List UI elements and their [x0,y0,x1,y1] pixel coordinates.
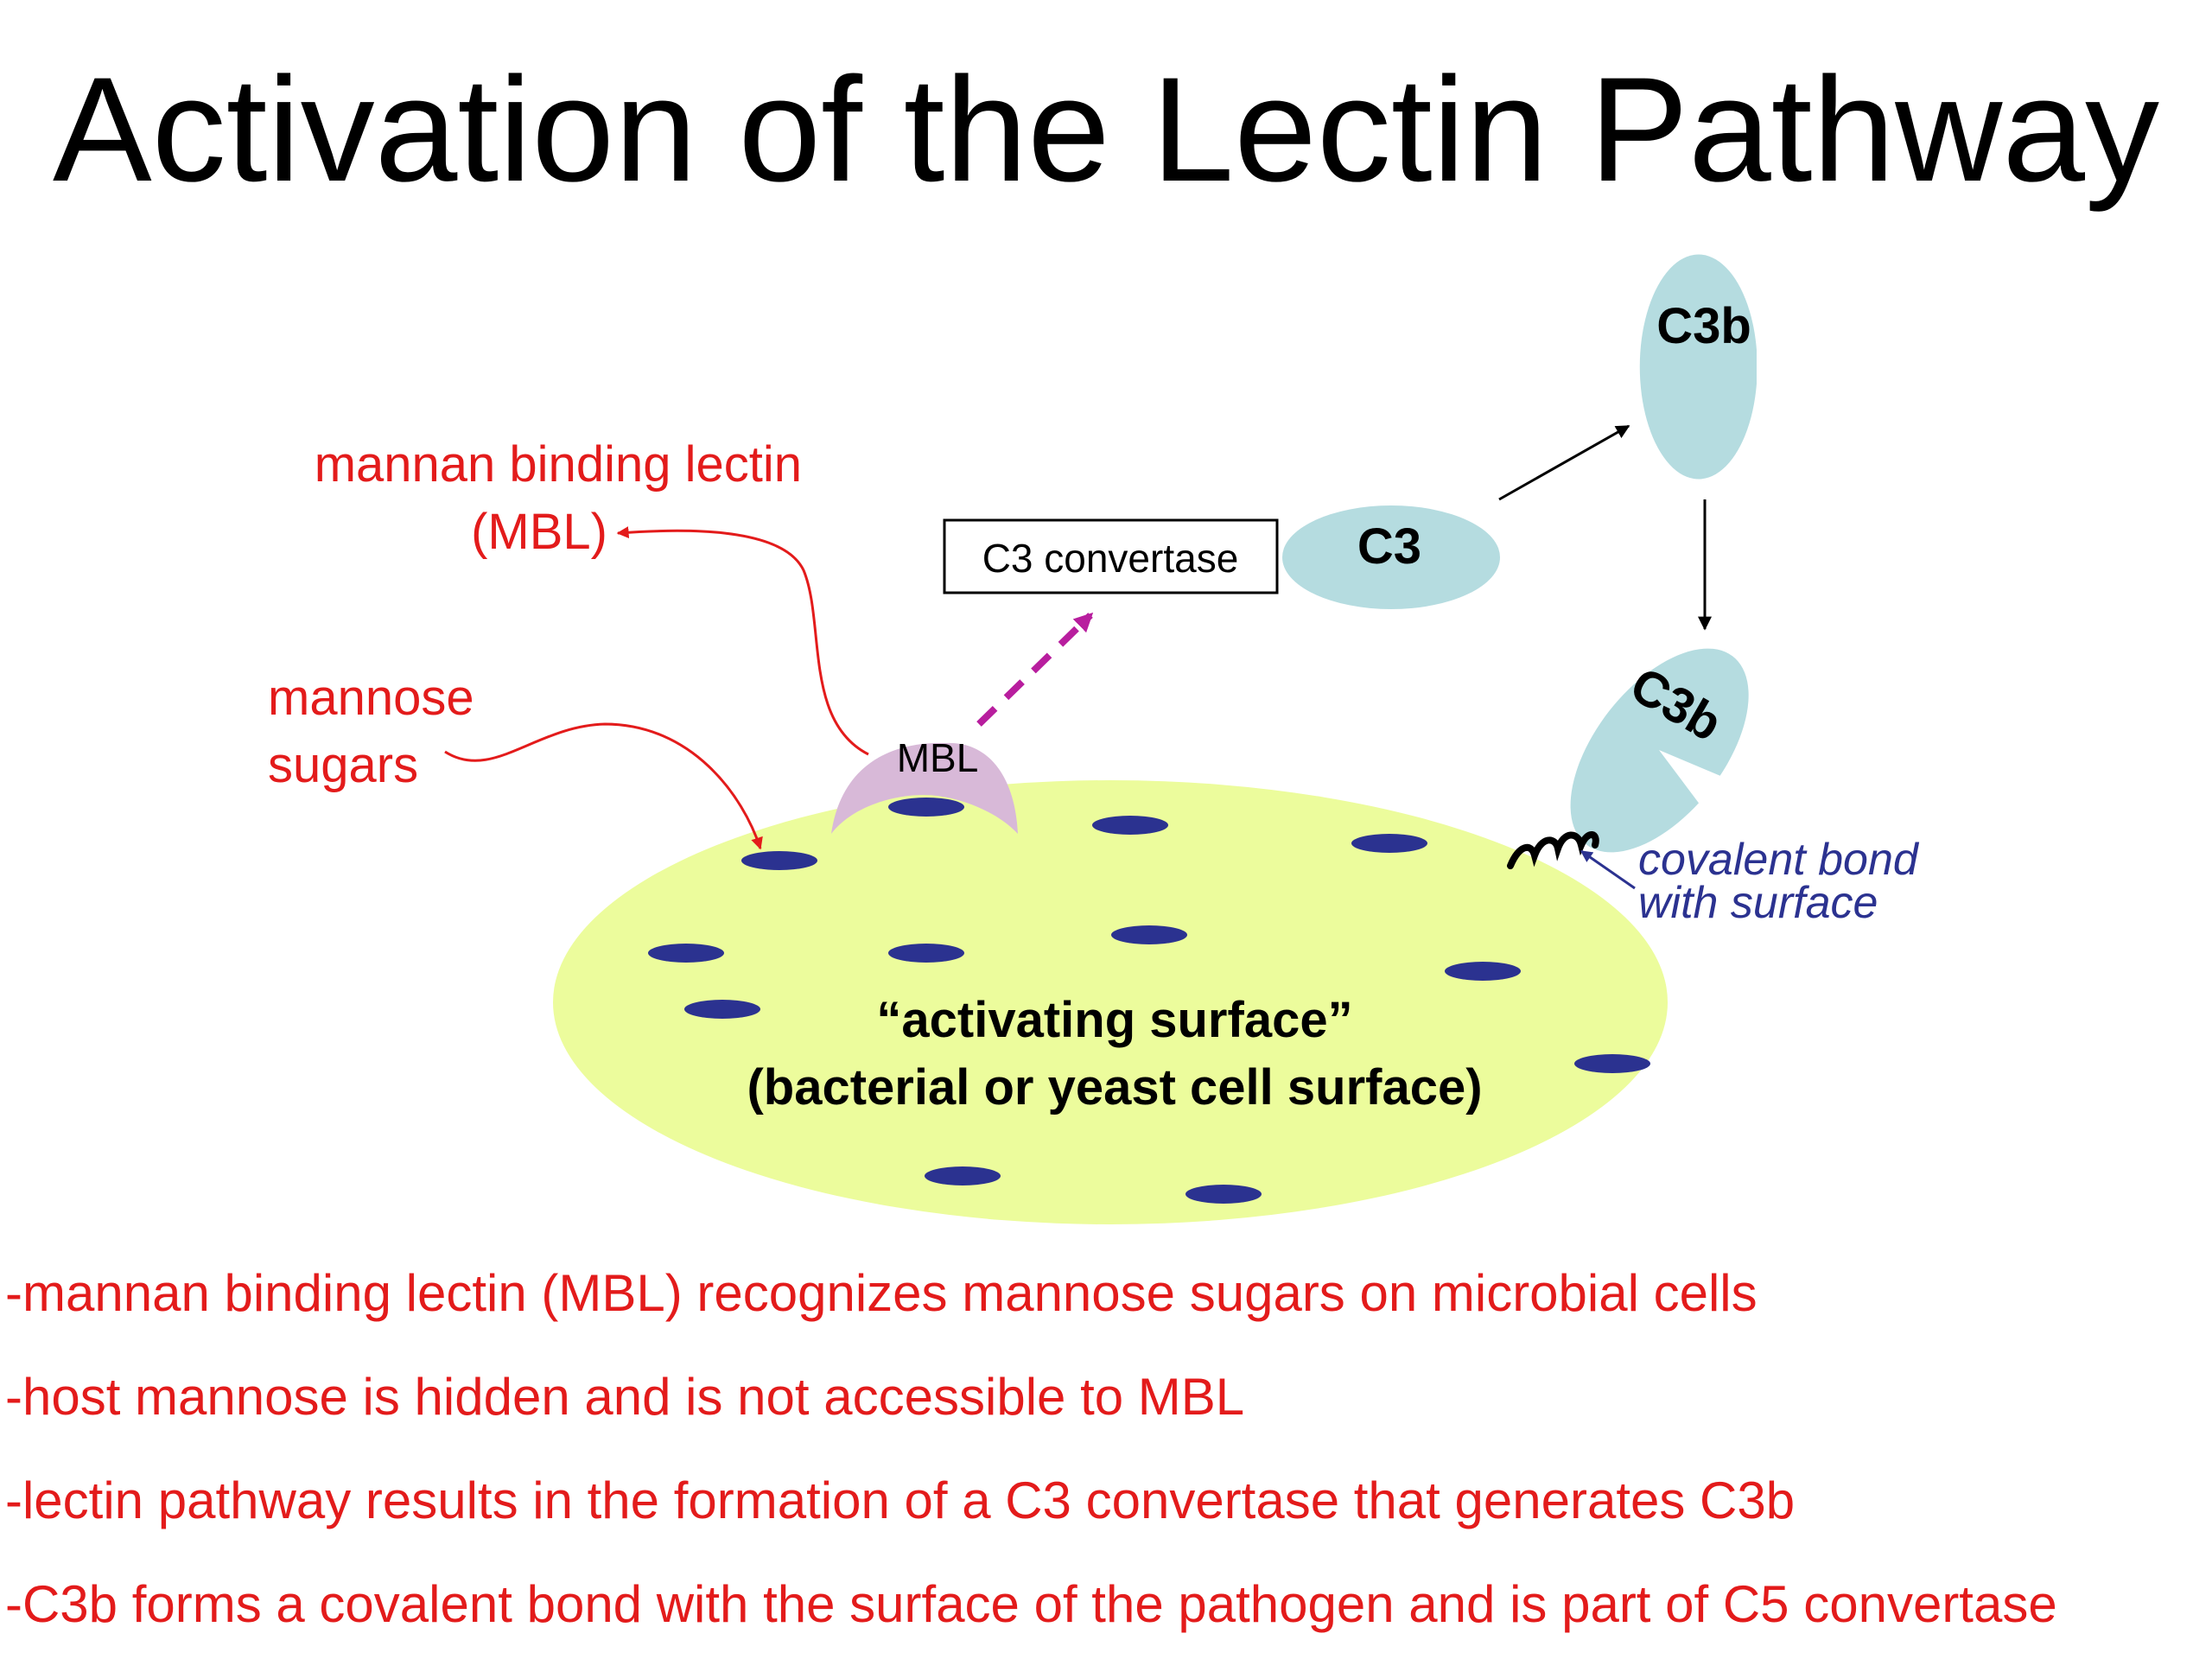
mannose-sugar [1445,962,1521,981]
mannose-sugar [888,944,964,963]
mbl-full-name-line1: mannan binding lectin [315,436,802,493]
mannose-sugar [1185,1185,1262,1204]
mannose-sugar [684,1000,760,1019]
c3-ellipse [1282,505,1500,609]
mannose-sugar [1111,925,1187,944]
covalent-bond-label-line2: with surface [1638,878,1878,928]
mbl-to-convertase-dashed-arrow [976,612,1094,727]
mannose-sugars-label-line2: sugars [268,737,418,793]
mannose-sugar [648,944,724,963]
mannose-sugar [1351,834,1427,853]
bullet-list: -mannan binding lectin (MBL) recognizes … [5,1263,2212,1678]
mannose-sugar [925,1166,1001,1185]
bullet-item: -host mannose is hidden and is not acces… [5,1368,1245,1426]
mbl-crescent [831,742,1018,834]
mannose-sugar [1092,816,1168,835]
covalent-bond-arrow [1580,849,1636,890]
activating-surface [553,780,1668,1224]
c3-to-c3b-arrow [1498,424,1630,501]
c3b-top-ellipse [1639,254,1757,480]
c3-convertase-label: C3 convertase [982,536,1239,581]
c3b-bound-ellipse [1570,648,1749,853]
mannose-sugars-arrow [444,722,763,850]
mannose-sugar [888,798,964,817]
mbl-full-name-line2: (MBL) [471,504,607,560]
covalent-bond-label-line1: covalent bond [1638,835,1920,885]
surface-label-line1: “activating surface” [876,992,1352,1048]
bullet-item: -C3b forms a covalent bond with the surf… [5,1575,2057,1633]
covalent-bond-squiggle [1507,831,1599,869]
mannose-sugar [741,851,817,870]
bullet-item: -lectin pathway results in the formation… [5,1471,1796,1529]
mannose-sugar [1574,1054,1650,1073]
mbl-name-arrow [616,526,869,756]
c3-convertase-box [943,518,1279,594]
slide-title: Activation of the Lectin Pathway [52,47,2160,213]
mbl-label: MBL [897,735,979,780]
mannose-sugars-label-line1: mannose [268,670,474,726]
mannose-sugars-group [648,798,1650,1204]
c3b-top-label: C3b [1656,298,1751,354]
bullet-item: -mannan binding lectin (MBL) recognizes … [5,1264,1758,1322]
c3-label: C3 [1357,518,1421,575]
surface-label-line2: (bacterial or yeast cell surface) [747,1059,1482,1115]
